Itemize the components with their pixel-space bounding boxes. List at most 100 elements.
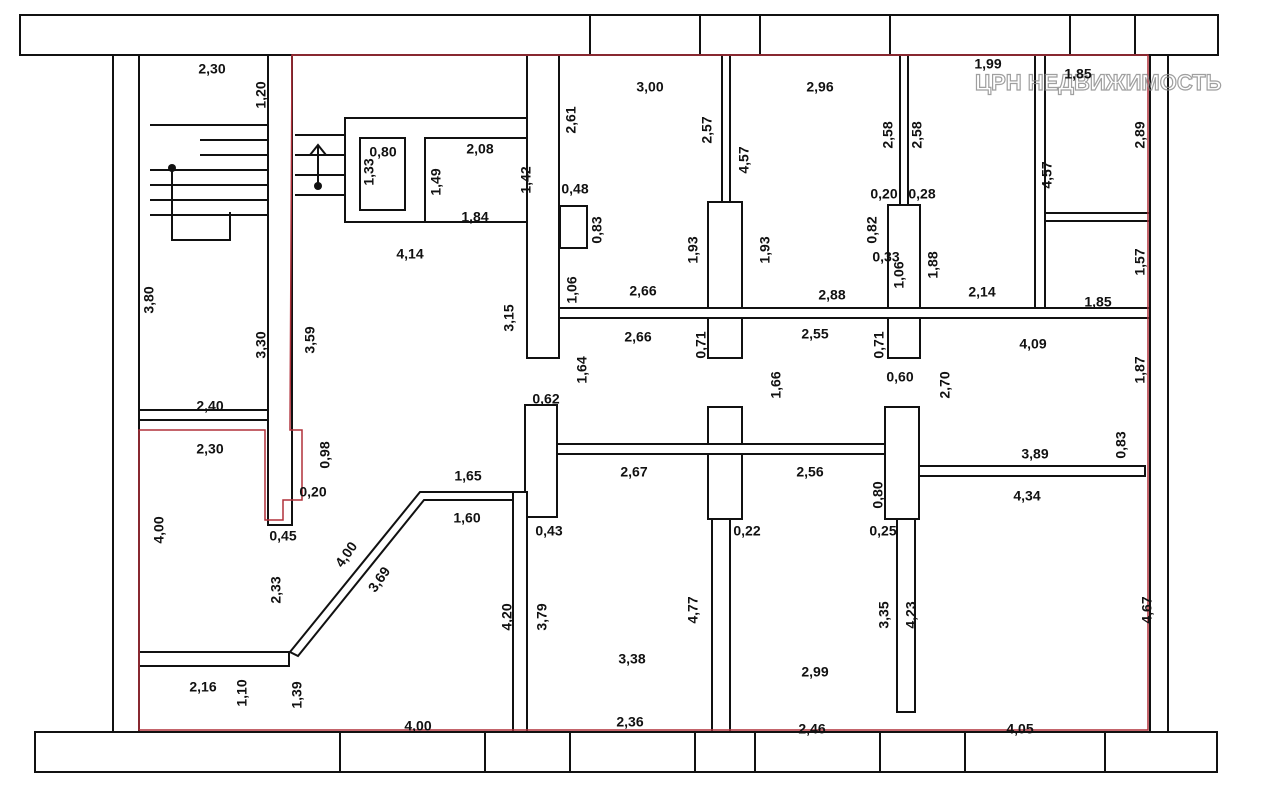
stair-arrow-icon	[309, 143, 327, 186]
dimension-label: 4,00	[151, 516, 167, 543]
watermark: ЦРН НЕДВИЖИМОСТЬ	[975, 70, 1222, 95]
dimension-label: 1,93	[757, 236, 773, 263]
stairs	[150, 124, 345, 241]
dimension-label: 2,58	[909, 121, 925, 148]
dimension-label: 2,61	[563, 106, 579, 133]
dimension-label: 2,66	[629, 283, 656, 299]
dimension-label: 2,70	[937, 371, 953, 398]
dimension-label: 0,43	[535, 523, 562, 539]
dimension-label: 1,20	[253, 81, 269, 108]
dimension-label: 0,80	[870, 481, 886, 508]
dimension-label: 0,60	[886, 369, 913, 385]
partition-1	[711, 518, 731, 733]
window-6	[754, 731, 881, 773]
boundary-outline	[138, 54, 1149, 731]
dimension-label: 4,14	[396, 246, 423, 262]
corridor-wall-bottom	[556, 443, 886, 455]
wc-cubicle	[359, 137, 406, 211]
dimension-label: 4,57	[1039, 161, 1055, 188]
column-2	[524, 404, 558, 518]
dimension-label: 0,98	[317, 441, 333, 468]
dimension-label: 4,09	[1019, 336, 1046, 352]
small-room-divider	[1044, 212, 1151, 222]
dimension-label: 2,36	[616, 714, 643, 730]
dimension-label: 0,80	[369, 144, 396, 160]
room-divider-2	[899, 54, 909, 206]
dimension-label: 1,65	[454, 468, 481, 484]
dimension-label: 1,42	[518, 166, 534, 193]
dimension-label: 3,38	[618, 651, 645, 667]
dimension-label: 1,64	[574, 356, 590, 383]
dimension-label: 4,34	[1013, 488, 1040, 504]
dimension-label: 4,00	[404, 718, 431, 734]
dimension-label: 1,60	[453, 510, 480, 526]
dimension-label: 2,30	[196, 441, 223, 457]
dimension-label: 4,20	[499, 603, 515, 630]
dimension-label: 1,39	[289, 681, 305, 708]
left-outer-wall	[112, 54, 140, 733]
dimension-label: 0,25	[869, 523, 896, 539]
dimension-label: 0,48	[561, 181, 588, 197]
stair-arrow-icon	[171, 168, 231, 241]
diagonal-wall	[288, 491, 514, 658]
dimension-label: 0,20	[870, 186, 897, 202]
window-1	[589, 14, 701, 56]
dimension-label: 2,96	[806, 79, 833, 95]
dimension-label: 1,66	[768, 371, 784, 398]
dimension-label: 0,82	[864, 216, 880, 243]
dimension-label: 2,40	[196, 398, 223, 414]
window-5	[569, 731, 696, 773]
dimension-label: 2,33	[268, 576, 284, 603]
dimension-label: 2,67	[620, 464, 647, 480]
dimension-label: 4,67	[1139, 596, 1155, 623]
dimension-label: 0,62	[532, 391, 559, 407]
dimension-label: 2,89	[1132, 121, 1148, 148]
dimension-label: 0,22	[733, 523, 760, 539]
dimension-label: 2,56	[796, 464, 823, 480]
dimension-label: 1,06	[564, 276, 580, 303]
wc-wall	[138, 651, 290, 667]
column-3	[707, 201, 743, 359]
dimension-label: 3,30	[253, 331, 269, 358]
dimension-label: 1,33	[361, 158, 377, 185]
dimension-label: 0,33	[872, 249, 899, 265]
right-outer-wall	[1149, 54, 1169, 733]
column-6	[884, 406, 920, 520]
dimension-label: 2,88	[818, 287, 845, 303]
partition-2	[896, 518, 916, 713]
dimension-label: 0,45	[269, 528, 296, 544]
window-4	[339, 731, 486, 773]
window-3	[1069, 14, 1136, 56]
dimension-label: 0,83	[1113, 431, 1129, 458]
dimension-label: 1,85	[1064, 66, 1091, 82]
window-2	[759, 14, 891, 56]
dimension-label: 4,23	[903, 601, 919, 628]
dimension-label: 2,57	[699, 116, 715, 143]
dimension-label: 3,59	[302, 326, 318, 353]
dimension-label: 0,83	[589, 216, 605, 243]
dimension-label: 2,66	[624, 329, 651, 345]
corridor-wall-top	[558, 307, 1151, 319]
dimension-label: 1,85	[1084, 294, 1111, 310]
dimension-label: 2,58	[880, 121, 896, 148]
dimension-label: 1,10	[234, 679, 250, 706]
dimension-label: 2,46	[798, 721, 825, 737]
dimension-label: 1,57	[1132, 248, 1148, 275]
dimension-label: 0,71	[693, 331, 709, 358]
column-4	[707, 406, 743, 520]
dimension-label: 2,30	[198, 61, 225, 77]
room-divider-1	[721, 54, 731, 203]
dimension-label: 4,57	[736, 146, 752, 173]
dimension-label: 0,71	[871, 331, 887, 358]
walls	[19, 14, 1219, 773]
dimension-label: 3,35	[876, 601, 892, 628]
dimension-label: 1,06	[891, 261, 907, 288]
dimension-label: 1,87	[1132, 356, 1148, 383]
dimension-label: 2,14	[968, 284, 995, 300]
window-7	[964, 731, 1106, 773]
dimension-label: 3,00	[636, 79, 663, 95]
stair-wall	[267, 54, 293, 526]
dimension-label: 4,05	[1006, 721, 1033, 737]
